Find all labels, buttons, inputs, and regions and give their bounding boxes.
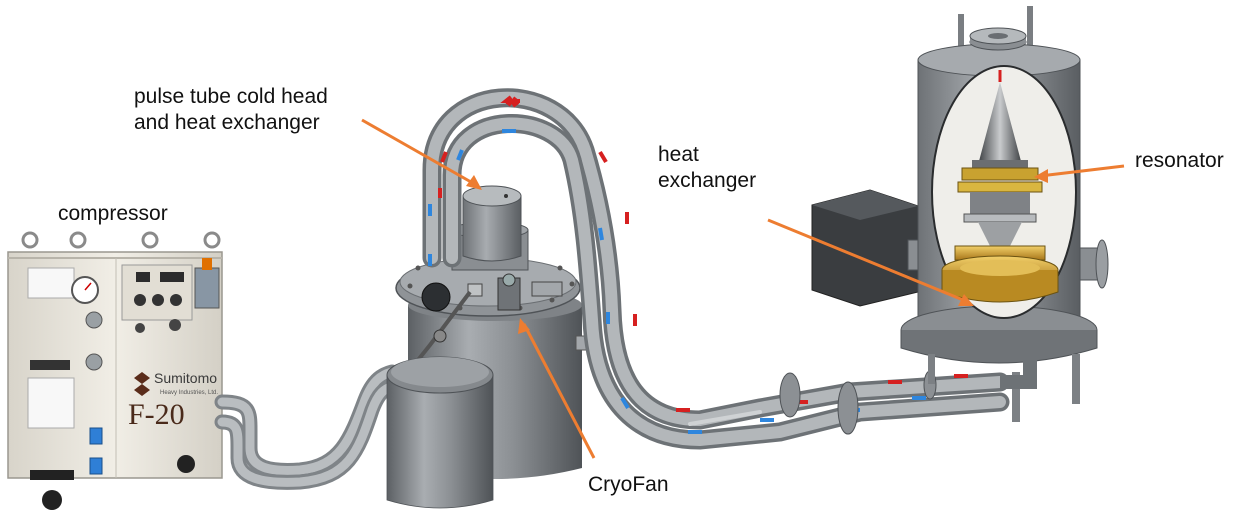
label-compressor: compressor: [58, 202, 168, 225]
label-pulse-tube: pulse tube cold head and heat exchanger: [134, 84, 328, 136]
flow-arrows: [428, 95, 1032, 434]
label-cryofan: CryoFan: [588, 473, 669, 496]
compressor-hoses: [214, 364, 402, 490]
flow-arrow-red: [440, 151, 448, 163]
transfer-lines: [422, 88, 1010, 450]
flow-arrow-red: [500, 95, 520, 107]
leader-cryofan: [522, 323, 596, 459]
leader-lines: [361, 118, 1125, 459]
compressor-brand-sub: Heavy Industries, Ltd.: [160, 390, 218, 396]
label-heat-exchanger-line1: heat: [658, 143, 699, 166]
label-heat-exchanger-line2: exchanger: [658, 169, 757, 192]
label-pulse-tube-line1: pulse tube cold head: [134, 85, 328, 108]
flow-arrow-blue: [598, 227, 604, 241]
label-pulse-tube-line2: and heat exchanger: [134, 111, 320, 134]
leader-resonator: [1039, 164, 1125, 178]
compressor-unit: Sumitomo Heavy Industries, Ltd. F-20: [7, 231, 223, 510]
cryofan-vessel: [386, 185, 596, 509]
sumitomo-logo: Sumitomo Heavy Industries, Ltd. F-20: [128, 370, 218, 431]
label-heat-exchanger: heat exchanger: [658, 142, 756, 194]
compressor-model: F-20: [128, 398, 185, 431]
leader-heat-exchanger: [767, 218, 969, 304]
flow-arrow-blue: [620, 396, 630, 410]
compressor-brand: Sumitomo: [154, 370, 217, 386]
label-resonator: resonator: [1135, 149, 1224, 172]
leader-pulse-tube: [361, 118, 479, 188]
flow-arrow-red: [598, 150, 608, 164]
flow-arrow-blue: [456, 149, 464, 161]
resonator-cryostat: [811, 6, 1109, 422]
